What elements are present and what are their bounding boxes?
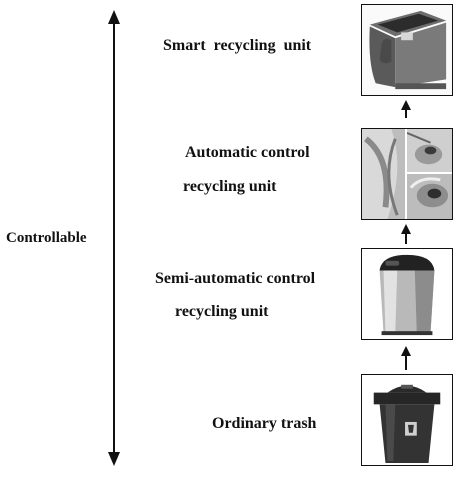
stage-label-semiauto-line1: Semi-automatic control (155, 269, 315, 289)
stage-label-semiauto-line2: recycling unit (175, 302, 268, 322)
axis-label: Controllable (6, 228, 87, 248)
stage-label-ordinary: Ordinary trash (212, 414, 316, 434)
stage-label-automatic-line1: Automatic control (185, 143, 310, 163)
stage-label-automatic-line2: recycling unit (183, 177, 276, 197)
smart-recycling-bin-icon (361, 4, 453, 96)
sensor-trash-can-icon (361, 248, 453, 340)
ordinary-trash-bin-icon (361, 374, 453, 466)
automatic-bin-collage-icon (361, 128, 453, 220)
stage-label-smart: Smart recycling unit (163, 36, 311, 56)
